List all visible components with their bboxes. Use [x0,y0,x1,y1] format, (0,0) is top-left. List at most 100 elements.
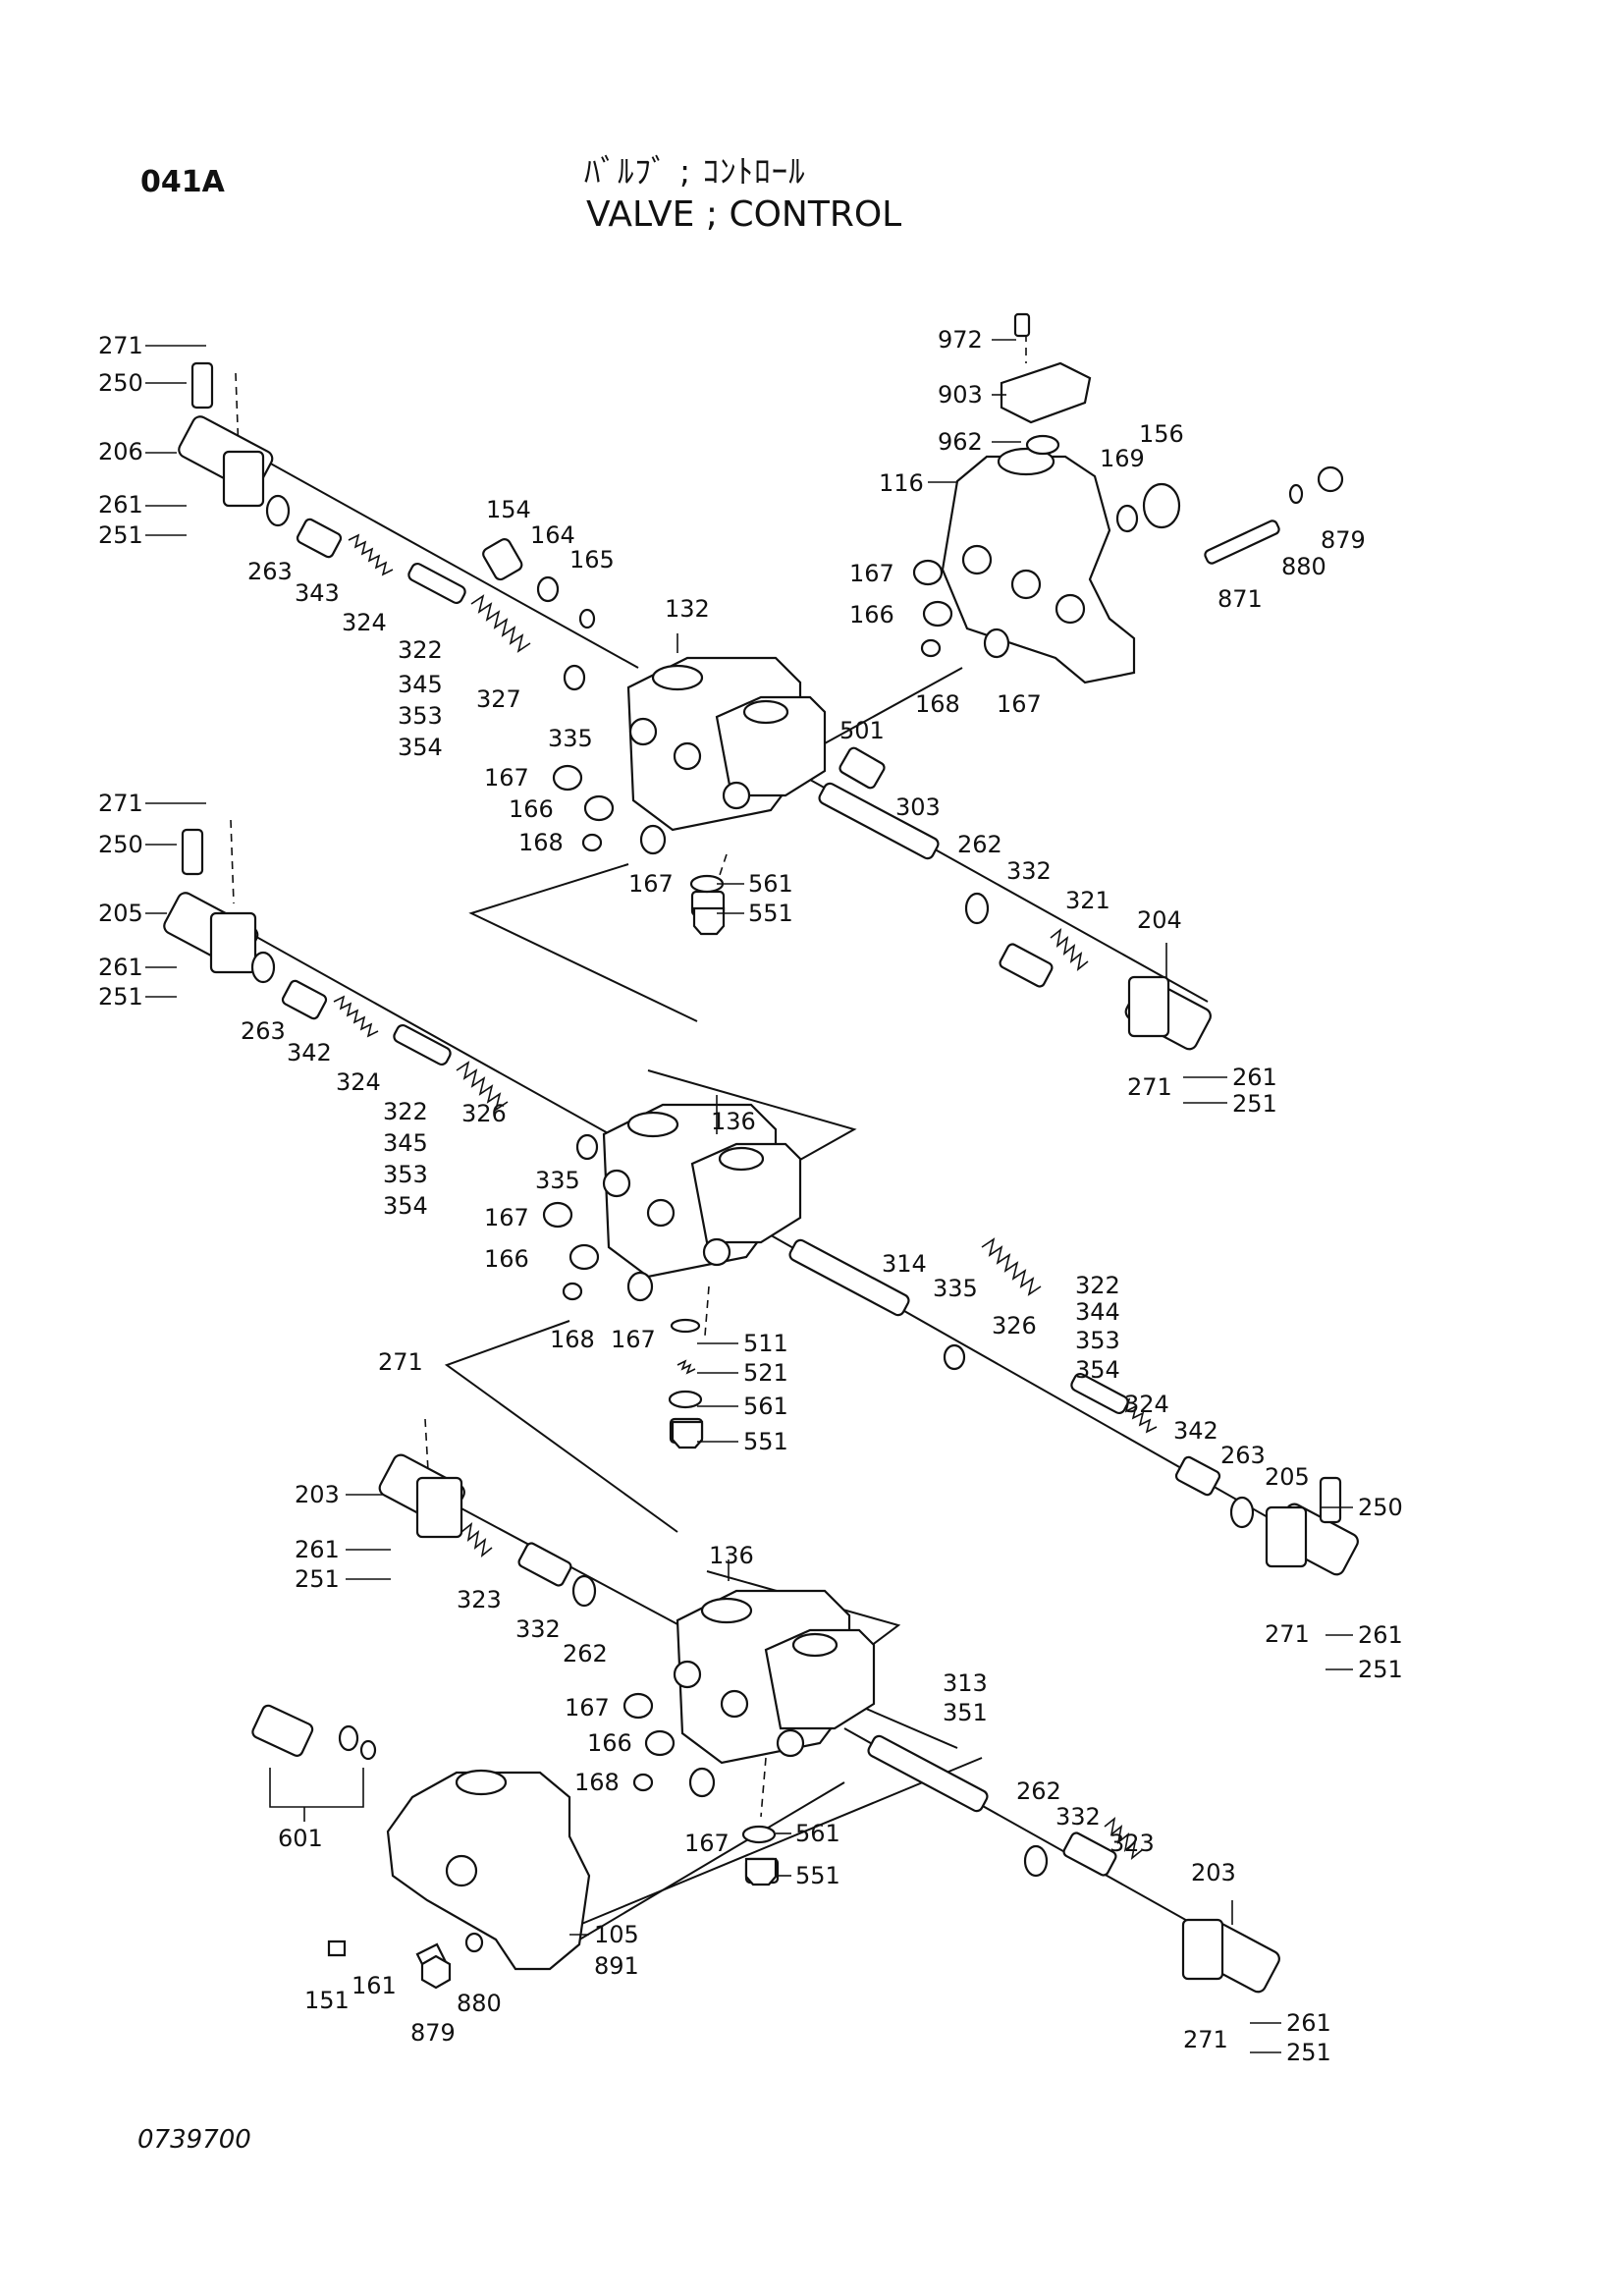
callout: 271 [1265,1620,1310,1648]
callout: 271 [98,332,143,359]
callout: 168 [915,690,960,718]
title-english: VALVE ; CONTROL [586,194,902,235]
title-japanese: ﾊﾞﾙﾌﾞ ; ｺﾝﾄﾛｰﾙ [584,152,806,191]
callout: 261 [98,491,143,519]
callout: 342 [287,1039,332,1066]
callout: 132 [665,595,710,623]
callout: 251 [1358,1656,1403,1683]
callout: 151 [304,1987,350,2014]
callout: 205 [1265,1463,1310,1491]
inlet-housing-116 [941,447,1136,684]
callout: 271 [1183,2026,1228,2053]
callout: 561 [748,870,793,898]
cap-203-lower [1181,1918,1280,1994]
callout: 601 [278,1825,323,1852]
callout: 167 [849,560,894,587]
callout: 263 [247,558,293,585]
callout: 167 [484,764,529,792]
callout: 323 [1109,1830,1155,1857]
callout: 116 [879,469,924,497]
callout: 167 [484,1204,529,1231]
callout: 345 [383,1129,428,1157]
callout: 262 [957,831,1002,858]
callout: 322 [383,1098,428,1125]
callout: 521 [743,1359,788,1387]
callout: 168 [550,1326,595,1353]
callout: 165 [569,546,615,574]
callout: 251 [98,521,143,549]
callout: 161 [352,1972,397,1999]
callout: 353 [1075,1327,1120,1354]
callout: 962 [938,428,983,456]
callout: 271 [98,790,143,817]
callout: 263 [241,1017,286,1045]
callout: 250 [1358,1494,1403,1521]
callout: 261 [98,954,143,981]
small-parts [181,312,1344,1990]
cap-203-upper [378,1453,465,1539]
callout: 203 [295,1481,340,1508]
callout-leaders [145,339,1353,2053]
callout: 204 [1137,906,1182,934]
valve-section-136-upper [602,1103,802,1279]
callout: 166 [509,795,554,823]
cap-205-upper [163,892,259,974]
callout: 903 [938,381,983,409]
callout: 323 [457,1586,502,1613]
callout: 880 [1281,553,1326,580]
callout: 271 [1127,1073,1172,1101]
callout: 561 [795,1820,840,1847]
callout: 324 [336,1068,381,1096]
callout: 354 [383,1192,428,1220]
callout: 354 [1075,1356,1120,1384]
callout: 972 [938,326,983,354]
callout: 167 [611,1326,656,1353]
callout: 250 [98,831,143,858]
cap-205-lower [1265,1503,1359,1576]
callout: 871 [1217,585,1263,613]
callout: 251 [98,983,143,1011]
page-code: 041A [140,165,225,199]
callout: 203 [1191,1859,1236,1886]
callout: 561 [743,1393,788,1420]
callout: 324 [1124,1391,1169,1418]
callout: 166 [587,1729,632,1757]
callout: 271 [378,1348,423,1376]
callout: 164 [530,521,575,549]
callout: 168 [518,829,564,856]
callout: 167 [684,1830,730,1857]
callout: 344 [1075,1298,1120,1326]
callout: 324 [342,609,387,636]
callout: 351 [943,1699,988,1726]
callout: 335 [933,1275,978,1302]
callout: 345 [398,671,443,698]
callout: 332 [515,1615,561,1643]
callout: 263 [1220,1442,1266,1469]
callout: 353 [398,702,443,730]
callout: 261 [1358,1621,1403,1649]
callout: 891 [594,1952,639,1980]
callout: 136 [709,1542,754,1569]
callout: 166 [849,601,894,629]
callout: 154 [486,496,531,523]
callout: 167 [565,1694,610,1722]
cap-204 [1124,975,1212,1051]
callout: 250 [98,369,143,397]
callout: 354 [398,734,443,761]
callout: 322 [398,636,443,664]
callout: 166 [484,1245,529,1273]
callout: 261 [295,1536,340,1563]
callout: 303 [895,793,941,821]
callout: 551 [795,1862,840,1889]
callout: 332 [1006,857,1052,885]
callout: 551 [748,900,793,927]
callout: 156 [1139,420,1184,448]
callout: 501 [839,717,885,744]
drawing-number: 0739700 [137,2125,251,2155]
callout: 169 [1100,445,1145,472]
callout: 342 [1173,1417,1218,1445]
callout: 343 [295,579,340,607]
callout: 322 [1075,1272,1120,1299]
callout: 511 [743,1330,788,1357]
